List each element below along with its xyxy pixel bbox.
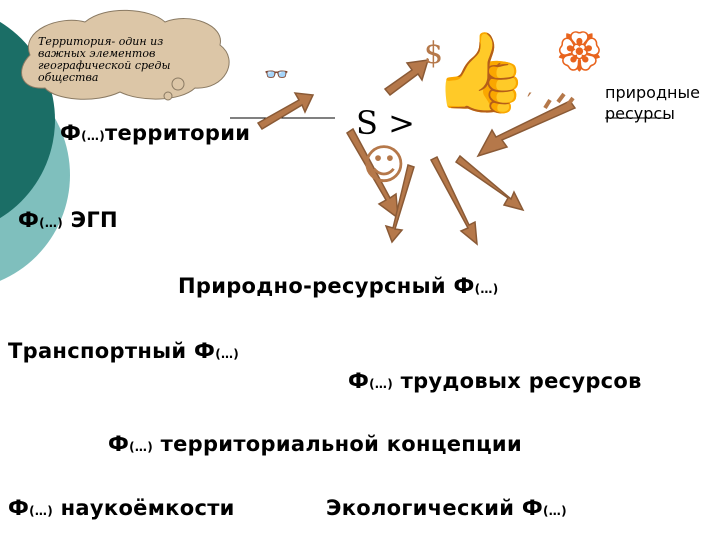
s-symbol: S >	[356, 104, 415, 142]
arrow	[476, 100, 577, 158]
factor-prefix: Ф	[8, 496, 30, 520]
factor-paren: (…)	[129, 440, 154, 454]
factor-paren: (…)	[543, 504, 567, 518]
thumbs-up-icon: 👍	[432, 28, 530, 118]
factor-concept: Ф(…) территориальной концепции	[108, 432, 522, 456]
arrow	[429, 155, 478, 246]
factor-text: Транспортный Ф	[8, 339, 216, 363]
factor-paren: (…)	[39, 216, 64, 230]
dollar-icon: $	[424, 36, 444, 71]
glasses-icon: 👓	[264, 62, 289, 86]
factor-labor: Ф(…) трудовых ресурсов	[348, 369, 642, 393]
factor-prefix: Ф	[348, 369, 370, 393]
arrow	[384, 164, 415, 244]
prime-mark: ′	[527, 90, 532, 115]
factor-text: территориальной концепции	[153, 432, 522, 456]
factor-prefix: Ф	[18, 208, 40, 232]
smiley-icon: ☺	[362, 140, 406, 189]
factor-paren: (…)	[81, 129, 106, 143]
natural-resources-label: природные ресурсы	[605, 83, 700, 123]
flower-icon: 🏵	[554, 29, 605, 75]
cloud-text: Территория- один из важных элементов гео…	[38, 35, 171, 84]
factor-transport: Транспортный Ф(…)	[8, 339, 239, 363]
thought-cloud	[21, 9, 230, 101]
arrow	[383, 59, 430, 97]
arrow-tail-marks	[543, 92, 575, 110]
factor-prefix: Ф	[108, 432, 130, 456]
factor-egp: Ф(…) ЭГП	[18, 208, 118, 232]
arrow	[345, 127, 399, 220]
factor-text: ЭГП	[63, 208, 118, 232]
factor-territory: Ф(…)территории	[60, 121, 250, 145]
arrow	[454, 154, 525, 212]
factor-paren: (…)	[474, 282, 499, 296]
factor-prefix: Ф	[60, 121, 82, 145]
factor-text: территории	[105, 121, 251, 145]
factor-paren: (…)	[369, 377, 394, 391]
factor-science: Ф(…) наукоёмкости	[8, 496, 235, 520]
factor-ecology: Экологический Ф(…)	[326, 496, 567, 520]
factor-natural-resource: Природно-ресурсный Ф(…)	[178, 274, 499, 298]
factor-paren: (…)	[29, 504, 54, 518]
factor-text: Экологический Ф	[326, 496, 544, 520]
factor-text: Природно-ресурсный Ф	[178, 274, 475, 298]
factor-text: трудовых ресурсов	[393, 369, 642, 393]
factor-text: наукоёмкости	[53, 496, 235, 520]
factor-paren: (…)	[215, 347, 240, 361]
arrow	[256, 92, 315, 131]
